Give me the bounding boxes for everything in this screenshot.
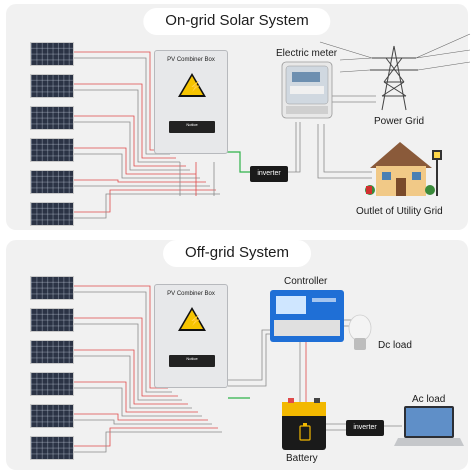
notice-label: Notice (186, 356, 198, 361)
dc-load-label: Dc load (378, 340, 412, 351)
controller-label: Controller (284, 276, 328, 287)
solar-panel (30, 340, 74, 364)
notice-plate: Notice (169, 355, 215, 367)
laptop-icon (394, 406, 464, 446)
on-grid-panel-wires (74, 51, 220, 219)
notice-label: Notice (186, 122, 198, 127)
solar-controller-icon (270, 290, 344, 342)
light-bulb-icon (348, 314, 372, 350)
solar-panel (30, 202, 74, 226)
combiner-box-label: PV Combiner Box (167, 291, 215, 297)
on-grid-title: On-grid Solar System (143, 8, 331, 35)
solar-panel (30, 404, 74, 428)
solar-panel (30, 138, 74, 162)
outlet-label: Outlet of Utility Grid (356, 206, 443, 217)
power-tower-icon (319, 33, 471, 111)
on-grid-ac-wires (226, 95, 376, 179)
battery-label: Battery (286, 453, 318, 464)
notice-plate: Notice (169, 121, 215, 133)
off-grid-section: Off-grid System (6, 240, 468, 470)
pv-combiner-box-on-grid: PV Combiner Box ⚡ Notice (154, 50, 228, 154)
solar-panel (30, 106, 74, 130)
solar-panel (30, 276, 74, 300)
electric-meter-icon (281, 61, 333, 119)
high-voltage-warning-icon: ⚡ (178, 307, 206, 331)
electric-meter-label: Electric meter (276, 48, 338, 59)
solar-panel (30, 42, 74, 66)
high-voltage-warning-icon: ⚡ (178, 73, 206, 97)
off-grid-panel-wires (74, 285, 222, 453)
combiner-box-label: PV Combiner Box (167, 57, 215, 63)
house-icon (365, 142, 442, 196)
battery-icon (282, 398, 326, 450)
pv-combiner-box-off-grid: PV Combiner Box ⚡ Notice (154, 284, 228, 388)
solar-panel (30, 436, 74, 460)
inverter-off-grid: inverter (346, 420, 384, 436)
off-grid-title: Off-grid System (163, 240, 311, 267)
solar-panel (30, 170, 74, 194)
solar-panel (30, 308, 74, 332)
inverter-on-grid: inverter (250, 166, 288, 182)
power-grid-label: Power Grid (374, 116, 425, 127)
solar-panel (30, 372, 74, 396)
solar-panel (30, 74, 74, 98)
ac-load-label: Ac load (412, 394, 446, 405)
on-grid-section: On-grid Solar System (6, 4, 468, 230)
